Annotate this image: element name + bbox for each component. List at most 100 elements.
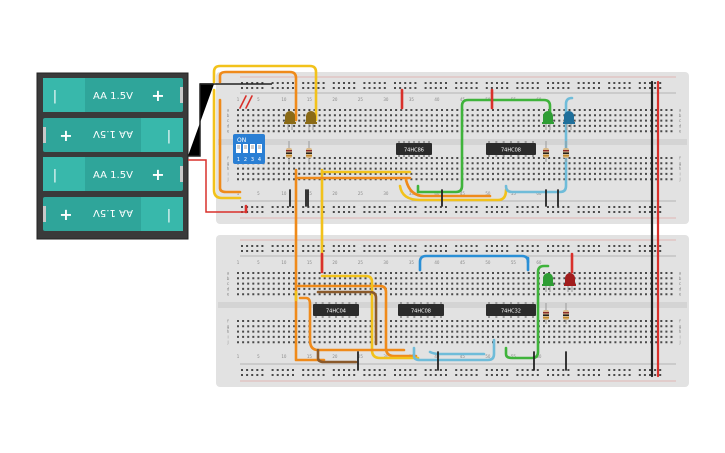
wire[interactable] <box>218 98 242 194</box>
column-number: 1 <box>237 354 240 359</box>
column-number: 5 <box>257 260 260 265</box>
chip-body <box>398 304 444 316</box>
row-letter: e <box>679 129 682 134</box>
battery-cell[interactable]: |+AA 1.5V <box>43 197 183 231</box>
wire[interactable] <box>212 64 318 122</box>
ic-chip[interactable]: 74HC04 <box>313 302 359 318</box>
battery-terminal <box>43 206 46 222</box>
wire[interactable] <box>212 88 242 200</box>
chip-pin <box>403 141 405 143</box>
wire[interactable] <box>316 348 358 364</box>
chip-pin <box>423 155 425 157</box>
led-red[interactable] <box>564 273 576 292</box>
wire[interactable] <box>294 284 418 358</box>
battery-cell[interactable]: |+AA 1.5V <box>43 157 183 191</box>
wire[interactable] <box>298 296 406 352</box>
ic-chip[interactable]: 74HC86 <box>396 141 432 157</box>
wire[interactable] <box>504 96 574 194</box>
ic-chip[interactable]: 74HC08 <box>398 302 444 318</box>
battery-label: AA 1.5V <box>93 207 133 218</box>
ic-chip[interactable]: 74HC08 <box>486 141 536 157</box>
battery-cell[interactable]: |+AA 1.5V <box>43 118 183 152</box>
led-rim <box>542 122 554 124</box>
row-letter: d <box>679 123 682 128</box>
battery-terminal <box>180 87 183 103</box>
wire[interactable] <box>416 98 552 194</box>
center-channel <box>218 139 687 145</box>
chip-pin <box>408 155 410 157</box>
wire[interactable] <box>398 184 508 202</box>
resistor[interactable] <box>563 303 569 324</box>
column-number: 40 <box>434 191 440 196</box>
resistor[interactable] <box>286 141 292 162</box>
row-letter: c <box>227 118 229 123</box>
jumper-wire[interactable] <box>245 95 253 109</box>
led-brown[interactable] <box>284 111 296 130</box>
row-letter: e <box>679 292 682 297</box>
wire[interactable] <box>412 338 496 362</box>
chip-pin <box>488 141 490 143</box>
wire[interactable] <box>404 178 492 198</box>
column-number: 25 <box>358 97 364 102</box>
row-letter: i <box>679 171 680 176</box>
resistor[interactable] <box>543 303 549 324</box>
chip-pin <box>495 141 498 143</box>
chip-pin <box>532 155 534 157</box>
column-number: 50 <box>485 191 491 196</box>
column-number: 25 <box>358 260 364 265</box>
ic-chip[interactable]: 74HC32 <box>486 302 536 318</box>
wire[interactable] <box>320 274 420 360</box>
led-rim <box>284 122 296 124</box>
row-letter: i <box>227 334 228 339</box>
led-body <box>565 273 575 285</box>
column-number: 10 <box>281 191 287 196</box>
wire[interactable] <box>504 264 550 360</box>
wire[interactable] <box>218 70 298 122</box>
chip-pin <box>488 302 490 304</box>
battery-cell[interactable]: |+AA 1.5V <box>43 78 183 112</box>
column-number: 35 <box>409 97 415 102</box>
chip-pin <box>398 141 400 143</box>
column-number: 45 <box>460 97 466 102</box>
resistor[interactable] <box>563 141 569 162</box>
led-green[interactable] <box>542 273 554 292</box>
resistor-band <box>306 150 312 152</box>
minus-sign: | <box>53 168 57 183</box>
resistor[interactable] <box>306 141 312 162</box>
wire[interactable] <box>294 168 326 362</box>
row-letter: a <box>227 271 230 276</box>
battery-label: AA 1.5V <box>93 170 133 181</box>
chip-pin <box>524 155 527 157</box>
chip-pin <box>524 316 527 318</box>
chip-pin <box>355 302 357 304</box>
led-brown[interactable] <box>305 111 317 130</box>
column-numbers: 1111555510101010151515152020202025252525… <box>226 97 681 359</box>
led-blue[interactable] <box>563 111 575 130</box>
wire[interactable] <box>428 350 486 356</box>
wire[interactable] <box>316 290 378 346</box>
battery-pack[interactable]: |+AA 1.5V |+AA 1.5V |+AA 1.5V |+AA 1.5V <box>36 72 272 240</box>
resistor-band <box>286 150 292 152</box>
jumper-wire[interactable] <box>239 95 247 109</box>
resistor-band <box>563 152 569 154</box>
power-rail-lines <box>218 76 687 382</box>
resistor-band <box>563 317 569 319</box>
chip-pin <box>428 141 430 143</box>
row-letter: d <box>679 286 682 291</box>
column-number: 50 <box>485 260 491 265</box>
chip-pin <box>524 302 527 304</box>
resistor[interactable] <box>543 141 549 162</box>
chip-pin <box>335 302 337 304</box>
chip-pin <box>426 316 429 318</box>
row-letter: j <box>678 177 680 182</box>
row-letter: h <box>679 166 682 171</box>
chip-label: 74HC86 <box>404 148 424 154</box>
column-number: 60 <box>536 260 542 265</box>
components <box>284 111 576 324</box>
led-green[interactable] <box>542 111 554 130</box>
chip-pin <box>328 302 331 304</box>
column-number: 1 <box>237 97 240 102</box>
row-letter: h <box>679 329 682 334</box>
